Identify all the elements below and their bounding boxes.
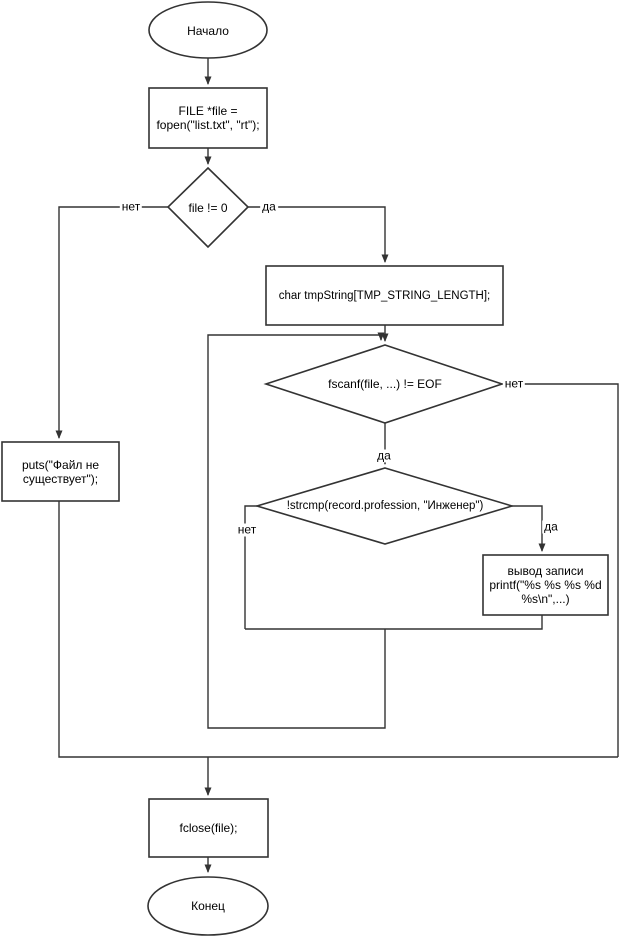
start-terminator-shape: [148, 1, 268, 59]
fscanf-label: fscanf(file, ...) != EOF: [328, 377, 442, 391]
tmp-string-label: char tmpString[TMP_STRING_LENGTH];: [278, 289, 491, 302]
edge-filecheck-no: [55, 206, 168, 439]
edge-loop-back: [207, 332, 386, 729]
edge-strcmp-no: [244, 505, 257, 629]
edge-filecheck-yes: [248, 206, 389, 263]
close-file-process-shape: [148, 798, 269, 858]
file-check-yes-label: да: [260, 199, 278, 214]
edge-fscanf-no: [502, 383, 619, 757]
file-missing-process-shape: [1, 441, 120, 502]
strcmp-yes-label: да: [542, 519, 560, 534]
file-missing-label: puts("Файл не существует");: [21, 457, 100, 486]
close-file-label: fclose(file);: [179, 821, 238, 835]
end-terminator-shape: [147, 876, 269, 936]
strcmp-label: !strcmp(record.profession, "Инженер"): [286, 500, 484, 512]
fscanf-yes-label: да: [375, 448, 393, 463]
edge-print-done: [245, 615, 543, 630]
start-label: Начало: [187, 23, 229, 38]
strcmp-no-label: нет: [235, 522, 259, 537]
edge-strcmp-yes: [512, 505, 546, 552]
open-file-process-shape: [148, 87, 268, 149]
end-label: Конец: [191, 899, 225, 913]
file-check-label: file != 0: [188, 200, 228, 215]
print-record-label: вывод записи printf("%s %s %s %d %s\n",.…: [489, 564, 602, 606]
fscanf-decision-shape: [263, 344, 505, 424]
fscanf-no-label: нет: [502, 376, 526, 391]
tmp-string-process-shape: [265, 265, 504, 326]
print-record-process-shape: [482, 554, 609, 616]
file-check-decision-shape: [166, 166, 250, 249]
file-check-no-label: нет: [119, 199, 143, 214]
open-file-label: FILE *file = fopen("list.txt", "rt");: [156, 104, 260, 132]
edge-bottom-merge: [58, 501, 618, 758]
strcmp-decision-shape: [254, 467, 515, 545]
